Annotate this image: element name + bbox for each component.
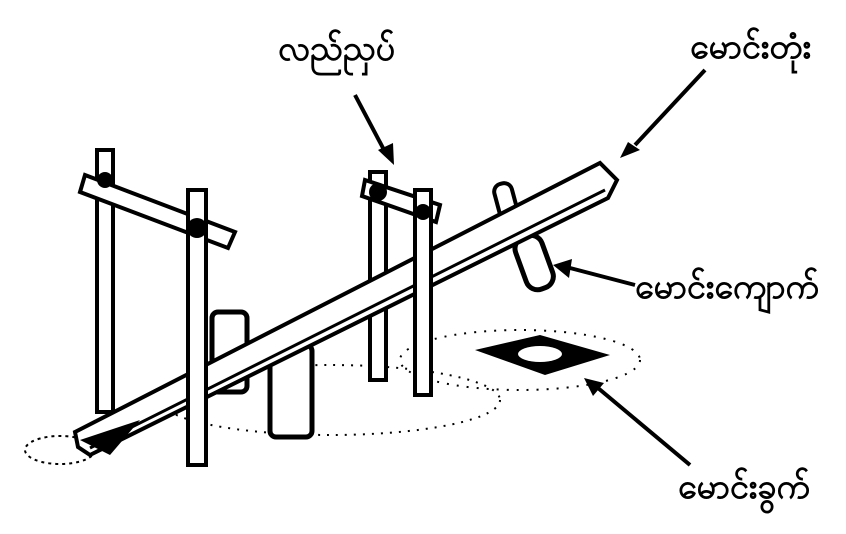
middle-front-post (97, 172, 433, 397)
arrows (353, 68, 707, 467)
label-pivot: လည်ညှပ် (278, 29, 396, 69)
label-mortar: မောင်းခွက် (678, 467, 810, 507)
mortar (475, 335, 610, 375)
lever-beam (72, 160, 620, 458)
left-back-post (95, 148, 115, 414)
label-stone: မောင်းကျောက် (635, 267, 819, 307)
label-beam: မောင်းတုံး (690, 27, 812, 67)
left-front-post (186, 188, 208, 467)
